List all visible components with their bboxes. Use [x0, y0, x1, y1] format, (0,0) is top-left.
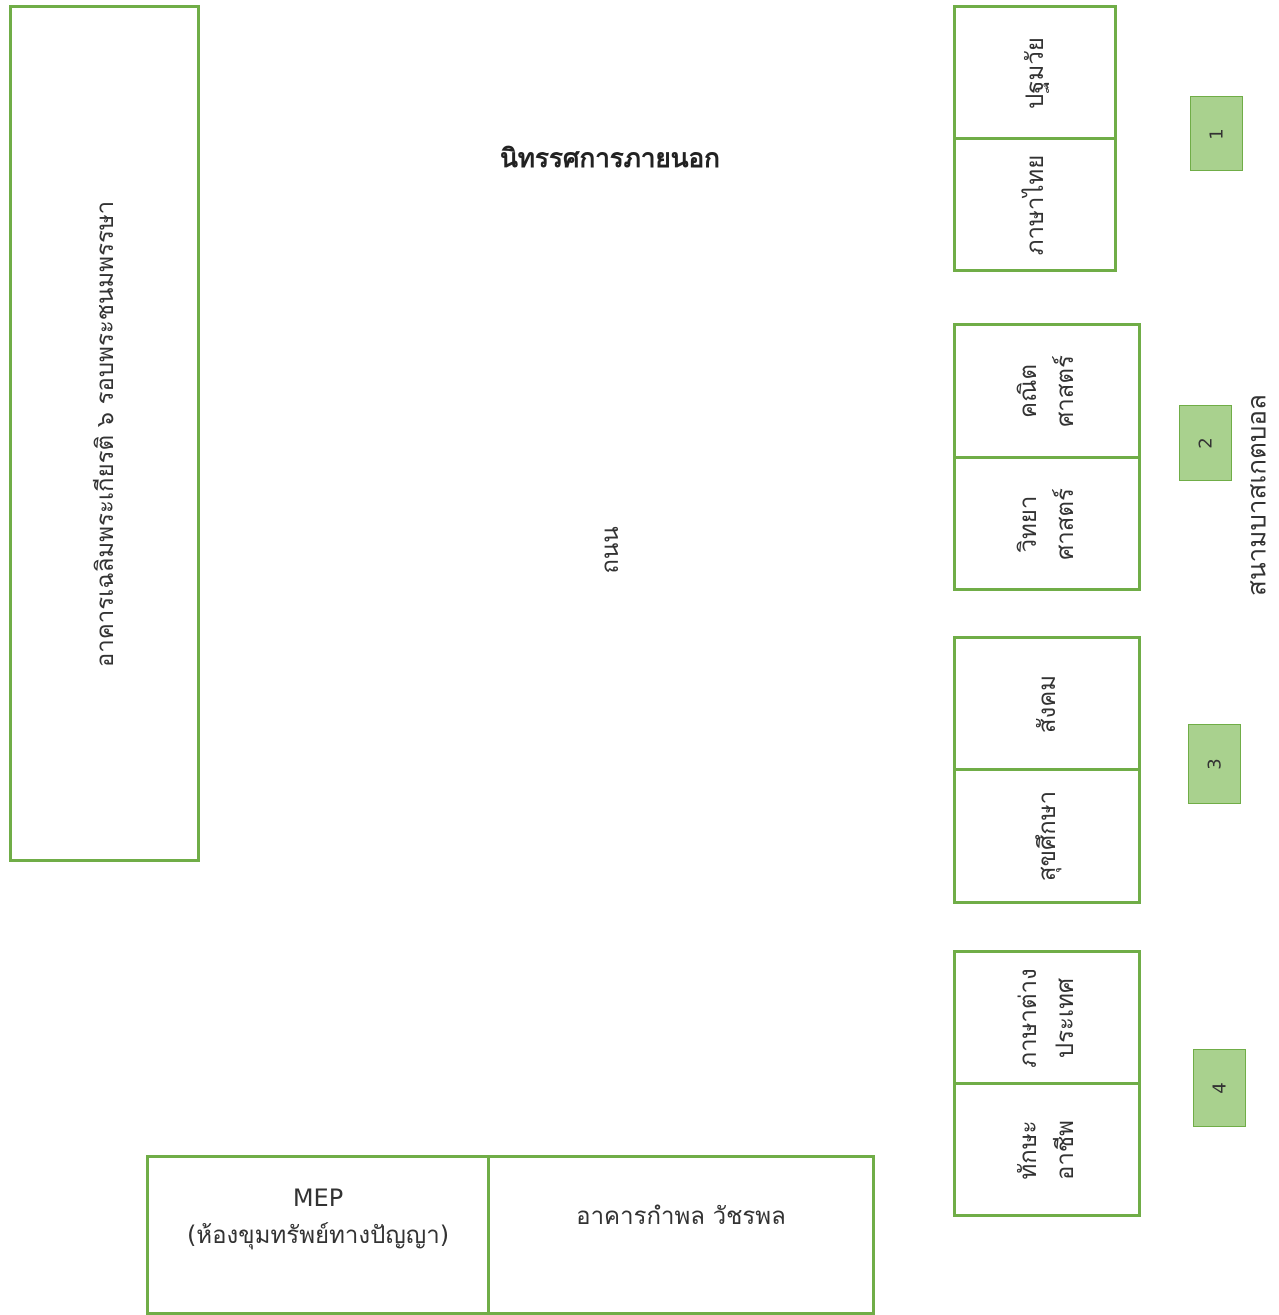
building-mep: MEP (ห้องขุมทรัพย์ทางปัญญา) [146, 1155, 490, 1315]
road-label: ถนน [596, 526, 624, 574]
basketball-court-label: สนามบาสเกตบอล [1242, 394, 1273, 596]
group-number-tag-4: 4 [1193, 1049, 1246, 1127]
group-number-tag-1: 1 [1190, 96, 1243, 171]
booth-social-studies-label: สังคม [1033, 674, 1061, 733]
building-kampol-watcharapol: อาคารกำพล วัชรพล [487, 1155, 875, 1315]
booth-foreign-languages-label: ภาษาต่างประเทศ [1013, 967, 1079, 1068]
booth-science-label: วิทยาศาสตร์ [1013, 487, 1079, 560]
booth-thai-language-label: ภาษาไทย [1021, 154, 1049, 255]
booth-foreign-languages: ภาษาต่างประเทศ [953, 950, 1141, 1085]
booth-thai-language: ภาษาไทย [953, 137, 1117, 272]
booth-health-education-label: สุขศึกษา [1033, 790, 1061, 882]
group-number-tag-2: 2 [1179, 405, 1232, 481]
group-number-tag-3: 3 [1188, 724, 1241, 804]
building-kampol-label: อาคารกำพล วัชรพล [576, 1202, 786, 1230]
booth-vocational-skills-label: ทักษะอาชีพ [1013, 1119, 1079, 1180]
booth-vocational-skills: ทักษะอาชีพ [953, 1082, 1141, 1217]
booth-early-childhood-label: ปฐมวัย [1021, 36, 1049, 109]
booth-science: วิทยาศาสตร์ [953, 456, 1141, 591]
booth-early-childhood: ปฐมวัย [953, 5, 1117, 140]
page-title: นิทรรศการภายนอก [500, 144, 720, 174]
booth-social-studies: สังคม [953, 636, 1141, 771]
building-chalermprakiat-label: อาคารเฉลิมพระเกียรติ ๖ รอบพระชนมพรรษา [90, 200, 119, 667]
booth-health-education: สุขศึกษา [953, 768, 1141, 904]
building-chalermprakiat: อาคารเฉลิมพระเกียรติ ๖ รอบพระชนมพรรษา [9, 5, 200, 862]
booth-mathematics-label: คณิตศาสตร์ [1013, 355, 1079, 427]
building-mep-label: MEP (ห้องขุมทรัพย์ทางปัญญา) [186, 1184, 450, 1250]
booth-mathematics: คณิตศาสตร์ [953, 323, 1141, 459]
